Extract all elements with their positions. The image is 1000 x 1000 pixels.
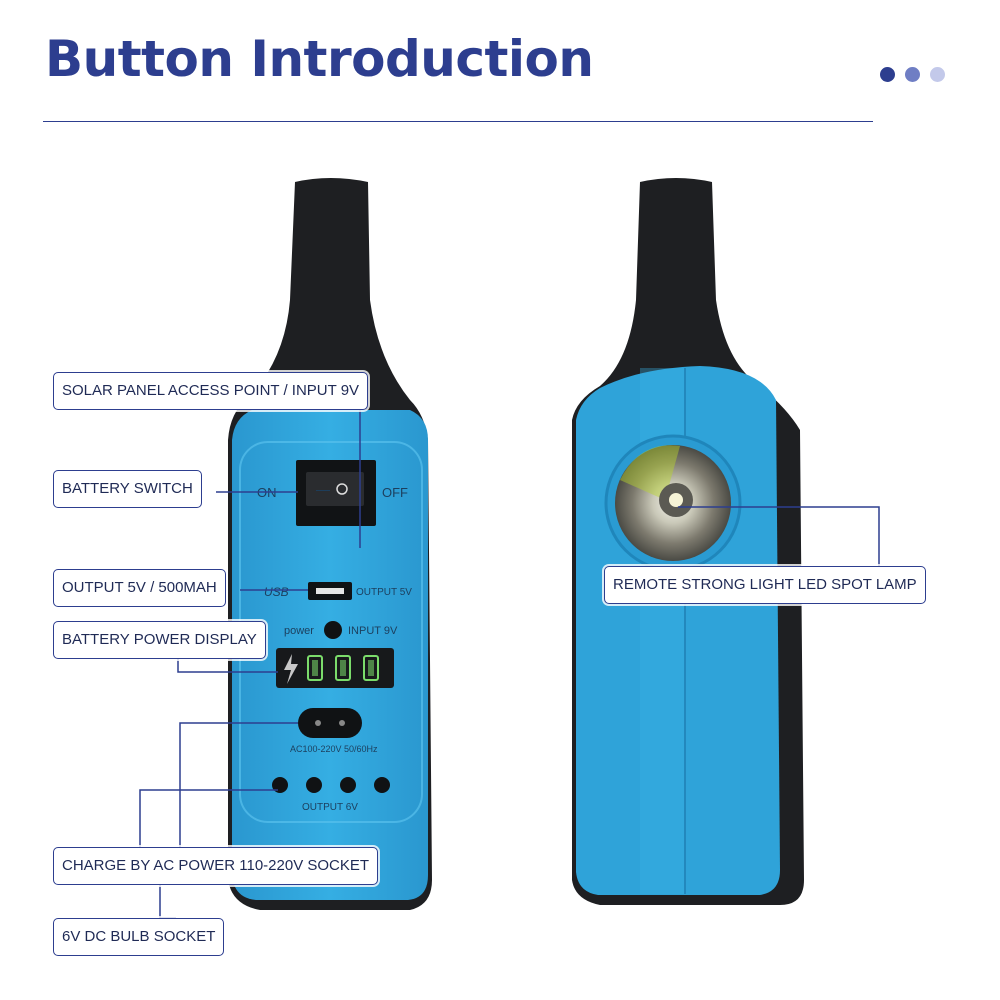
svg-text:—: —: [316, 481, 330, 497]
callout-led-lamp: REMOTE STRONG LIGHT LED SPOT LAMP: [604, 566, 926, 604]
pagination-dot-3[interactable]: [930, 67, 945, 82]
battery-bar-3: [363, 655, 379, 681]
dc-socket-1[interactable]: [272, 777, 288, 793]
dc-socket-2[interactable]: [306, 777, 322, 793]
dc-socket-3[interactable]: [340, 777, 356, 793]
input-9v-label: INPUT 9V: [348, 625, 398, 637]
callout-solar-input: SOLAR PANEL ACCESS POINT / INPUT 9V: [53, 372, 369, 410]
device-side: [572, 178, 804, 905]
device-side-seam: [684, 368, 686, 894]
switch-off-label: OFF: [382, 485, 408, 500]
callout-bulb-socket: 6V DC BULB SOCKET: [53, 918, 225, 956]
header-divider: [43, 121, 873, 122]
pagination-dot-1[interactable]: [880, 67, 895, 82]
callout-battery-display: BATTERY POWER DISPLAY: [53, 621, 266, 659]
battery-switch-rocker[interactable]: [306, 472, 364, 506]
callout-connectors: [139, 408, 880, 919]
dc-output-label: OUTPUT 6V: [302, 802, 358, 813]
callout-battery-switch: BATTERY SWITCH: [53, 470, 202, 508]
usb-output-label: OUTPUT 5V: [356, 587, 412, 598]
dc-socket-4[interactable]: [374, 777, 390, 793]
input-9v-port[interactable]: [324, 621, 342, 639]
ac-rating-label: AC100-220V 50/60Hz: [290, 744, 378, 754]
dc-bulb-sockets: [272, 777, 390, 793]
usb-label: USB: [264, 585, 289, 599]
battery-bar-1: [307, 655, 323, 681]
callout-output: OUTPUT 5V / 500MAH: [53, 569, 226, 607]
page-title: Button Introduction: [45, 30, 594, 88]
power-label: power: [284, 625, 314, 637]
ac-socket[interactable]: [298, 708, 362, 738]
lightning-icon: [284, 654, 298, 684]
device-front: — ON OFF USB OUTPUT 5V power INPUT 9V AC…: [228, 178, 432, 910]
callout-ac-socket: CHARGE BY AC POWER 110-220V SOCKET: [53, 847, 379, 885]
battery-bar-2: [335, 655, 351, 681]
pagination-dot-2[interactable]: [905, 67, 920, 82]
